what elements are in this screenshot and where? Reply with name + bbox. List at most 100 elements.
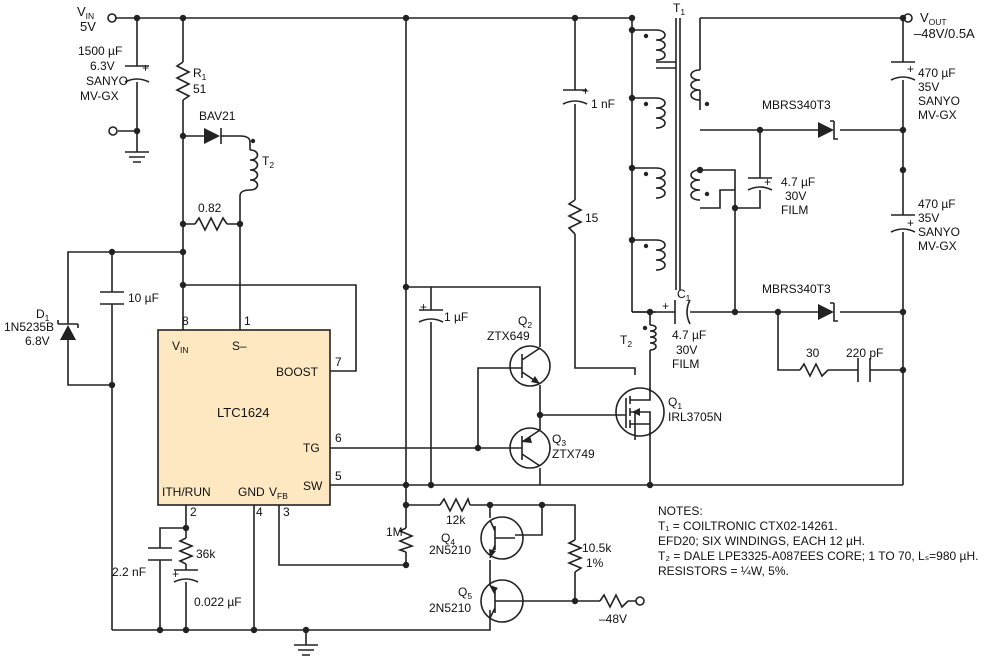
c-out1-line-3: SANYO [918, 94, 960, 108]
r1-value: 51 [193, 82, 207, 96]
c1-line-2: 30V [676, 343, 697, 357]
r-15-label: 15 [585, 211, 599, 225]
q3-label: Q3 [552, 432, 566, 448]
vout-terminal [903, 13, 913, 23]
ground-symbol [125, 151, 318, 656]
ic-sw-label: SW [303, 479, 323, 493]
r-neg48-resistor [599, 593, 629, 609]
mbrs-bottom-label: MBRS340T3 [762, 282, 831, 296]
c-1u-capacitor [418, 309, 444, 323]
notes-line-2: EFD20; SIX WINDINGS, EACH 12 µH. [658, 534, 865, 548]
q1-label: Q1 [668, 395, 682, 411]
vin-value: 5V [80, 19, 96, 34]
ic-pin5-num: 5 [335, 469, 342, 483]
mbrs340t3-diode-top [818, 120, 838, 140]
c-out2-line-3: SANYO [918, 225, 960, 239]
c-out1-line-2: 35V [918, 80, 939, 94]
mbrs340t3-diode-bottom [818, 302, 838, 322]
c-out2-line-1: 470 µF [918, 197, 956, 211]
r-36k-resistor [177, 537, 195, 565]
c-22n-capacitor [148, 547, 172, 561]
r1-label: R1 [193, 66, 207, 82]
vin-terminal [107, 13, 117, 23]
notes-line-1: T₁ = COILTRONIC CTX02-14261. [658, 519, 838, 533]
t2-mid-label: T2 [620, 333, 632, 349]
t2-top-label: T2 [262, 154, 274, 170]
ic-pin2-num: 2 [190, 505, 197, 519]
r-082-resistor [194, 216, 228, 232]
ic-boost-label: BOOST [276, 365, 319, 379]
c-220p-label: 220 pF [846, 346, 883, 360]
r-105k-line-2: 1% [586, 556, 604, 570]
c-out1-plus: + [907, 62, 914, 76]
t1-transformer [643, 18, 710, 290]
ic-pin7-num: 7 [335, 355, 342, 369]
q4-transistor [480, 516, 524, 560]
c-film-top-line-3: FILM [781, 203, 808, 217]
ic-pin6-num: 6 [335, 431, 342, 445]
c-1u-label: 1 µF [444, 310, 468, 324]
bav21-diode [204, 128, 222, 144]
d1-zener-diode [57, 310, 79, 345]
c-220p-capacitor [857, 358, 871, 382]
c-film-top-plus: + [764, 175, 771, 189]
c-out2-line-4: MV-GX [918, 239, 957, 253]
notes-line-4: RESISTORS = ¼W, 5%. [658, 564, 789, 578]
ic-pin8-num: 8 [182, 314, 189, 328]
ic-vfb-label: VFB [269, 485, 288, 501]
r1-resistor [175, 61, 191, 101]
r-12k-label: 12k [446, 513, 466, 527]
c-1n-capacitor [562, 89, 588, 105]
c-1n-plus: + [582, 84, 589, 98]
input-capacitor [124, 65, 150, 83]
c1-capacitor [674, 299, 691, 325]
r-15-resistor [567, 199, 583, 235]
c-022u-label: 0.022 µF [194, 595, 242, 609]
t1-label: T1 [673, 1, 685, 17]
r-1m-resistor [397, 527, 415, 553]
q2-part: ZTX649 [487, 329, 530, 343]
c-in-plus: + [142, 61, 149, 75]
q4-label: Q4 [441, 531, 455, 547]
d1-value: 6.8V [25, 334, 50, 348]
ic-vin-label: VIN [172, 339, 189, 355]
c-in-line-4: MV-GX [80, 89, 119, 103]
neg48-terminal [635, 596, 645, 606]
c1-line-3: FILM [672, 357, 699, 371]
r-30-label: 30 [806, 346, 820, 360]
ic-gnd-label: GND [238, 485, 265, 499]
d1-part: 1N5235B [4, 320, 54, 334]
r-1m-label: 1M [386, 525, 403, 539]
bav21-label: BAV21 [199, 109, 236, 123]
c1-label: C1 [677, 287, 691, 303]
c-out2-plus: + [907, 216, 914, 230]
c-film-top-capacitor [747, 177, 773, 191]
c-in-line-1: 1500 µF [78, 44, 122, 58]
c-22n-label: 2.2 nF [112, 565, 146, 579]
ic-name: LTC1624 [217, 405, 270, 420]
ic-pin1-num: 1 [244, 314, 251, 328]
t2-coil-mid [649, 324, 657, 351]
c-022u-plus: + [172, 567, 179, 581]
c-1u-plus: + [420, 300, 427, 314]
t2-coil-top [239, 149, 259, 197]
c-out2-line-2: 35V [918, 211, 939, 225]
c-out1-line-1: 470 µF [918, 66, 956, 80]
mbrs-top-label: MBRS340T3 [762, 98, 831, 112]
q1-part: IRL3705N [668, 410, 722, 424]
r-105k-resistor [566, 539, 584, 573]
c-in-line-2: 6.3V [90, 59, 115, 73]
r-36k-label: 36k [196, 547, 216, 561]
c-out1-capacitor [890, 61, 916, 81]
ic-pin4-num: 4 [256, 505, 263, 519]
q2-transistor [509, 345, 551, 387]
c-10u-capacitor [100, 291, 124, 305]
gnd-terminal-input [108, 126, 118, 136]
c1-line-1: 4.7 µF [672, 328, 706, 342]
q5-transistor [480, 579, 524, 623]
r-30-resistor [799, 362, 829, 378]
c-out1-line-4: MV-GX [918, 108, 957, 122]
c-in-line-3: SANYO [86, 74, 128, 88]
vout-label: VOUT [920, 10, 947, 27]
notes-line-3: T₂ = DALE LPE3325-A087EES CORE; 1 TO 70,… [658, 549, 978, 563]
